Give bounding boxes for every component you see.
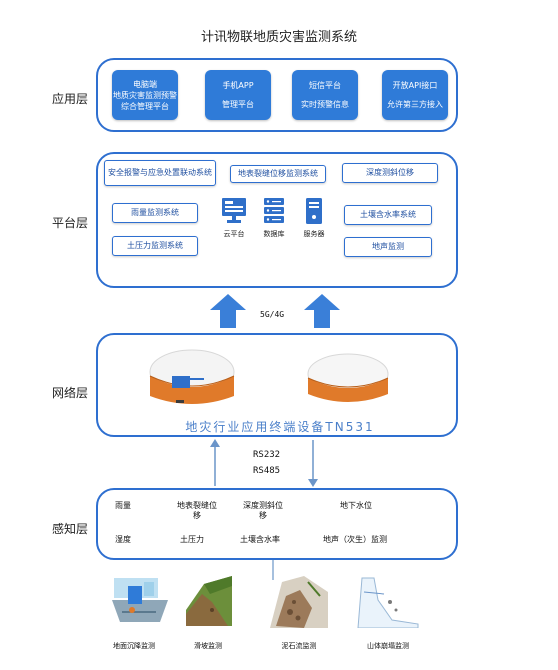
layer-label-perception: 感知层 xyxy=(52,522,89,536)
app-card-line: 短信平台 xyxy=(309,81,341,90)
debris-flow-image xyxy=(270,576,328,628)
app-card-line: 允许第三方接入 xyxy=(387,100,443,109)
landslide-image xyxy=(186,576,232,626)
arrow-up-icon xyxy=(210,439,220,486)
platform-box-safety: 安全报警与应急处置联动系统 xyxy=(104,160,216,186)
app-card-line: 电脑端 xyxy=(133,79,157,89)
mountain-collapse-image xyxy=(356,572,420,628)
server-label: 服务器 xyxy=(303,230,325,238)
app-card-line: 地质灾害监测预警 xyxy=(113,90,177,100)
diagram-title: 计讯物联地质灾害监测系统 xyxy=(200,30,357,45)
platform-box-rain: 雨量监测系统 xyxy=(112,203,198,223)
app-card-sms: 短信平台 实时预警信息 xyxy=(292,70,358,120)
scene-label-collapse: 山体崩塌监测 xyxy=(367,642,409,650)
database-item: 数据库 xyxy=(256,196,292,239)
platform-box-soil-moisture: 土壤含水率系统 xyxy=(344,205,432,225)
arrow-up-icon xyxy=(304,294,340,328)
scene-label-debris: 泥石流监测 xyxy=(281,642,317,650)
network-link-label: 5G/4G xyxy=(260,310,285,319)
rs232-label: RS232 xyxy=(253,450,281,460)
app-card-line: 开放API接口 xyxy=(392,81,438,90)
sensor-crack: 地表裂缝位移 xyxy=(177,501,217,520)
layer-label-network: 网络层 xyxy=(52,386,89,400)
sensor-rain: 雨量 xyxy=(115,501,131,510)
sensor-humidity: 湿度 xyxy=(115,535,131,544)
cloud-platform-item: 云平台 xyxy=(216,196,252,239)
connector-line xyxy=(272,560,274,580)
cloud-platform-label: 云平台 xyxy=(223,230,245,238)
app-card-line: 手机APP xyxy=(222,81,254,90)
monitor-icon xyxy=(222,198,246,223)
platform-box-deep: 深度测斜位移 xyxy=(342,163,438,183)
sensor-groundwater: 地下水位 xyxy=(340,501,372,510)
arrow-up-icon xyxy=(210,294,246,328)
platform-box-earth-pressure: 土压力监测系统 xyxy=(112,236,198,256)
scene-label-subsidence: 地面沉降监测 xyxy=(113,642,155,650)
sensor-soil-moisture: 土壤含水率 xyxy=(240,535,280,544)
database-icon xyxy=(264,198,284,223)
app-card-pc: 电脑端 地质灾害监测预警 综合管理平台 xyxy=(112,70,178,120)
app-card-line: 管理平台 xyxy=(222,100,254,109)
platform-box-acoustic: 地声监测 xyxy=(344,237,432,257)
perception-layer-panel xyxy=(96,488,458,560)
server-icon xyxy=(306,198,322,224)
terminal-device-front-image xyxy=(149,349,235,404)
sensor-acoustic: 地声（次生）监测 xyxy=(323,535,387,544)
database-label: 数据库 xyxy=(263,230,285,238)
arrow-down-icon xyxy=(308,440,318,487)
app-card-mobile: 手机APP 管理平台 xyxy=(205,70,271,120)
terminal-device-back-image xyxy=(307,353,389,402)
device-name-label: 地灾行业应用终端设备TN531 xyxy=(185,420,375,434)
app-card-api: 开放API接口 允许第三方接入 xyxy=(382,70,448,120)
layer-label-platform: 平台层 xyxy=(52,216,89,230)
app-card-line: 实时预警信息 xyxy=(301,100,349,109)
server-item: 服务器 xyxy=(296,196,332,239)
layer-label-app: 应用层 xyxy=(52,92,89,106)
scene-label-landslide: 滑坡监测 xyxy=(194,642,222,650)
sensor-deep: 深度测斜位移 xyxy=(243,501,283,520)
rs485-label: RS485 xyxy=(253,466,281,476)
platform-box-crack: 地表裂缝位移监测系统 xyxy=(230,165,326,183)
sensor-pressure: 土压力 xyxy=(180,535,204,544)
app-card-line: 综合管理平台 xyxy=(121,101,169,111)
ground-subsidence-image xyxy=(112,578,168,622)
